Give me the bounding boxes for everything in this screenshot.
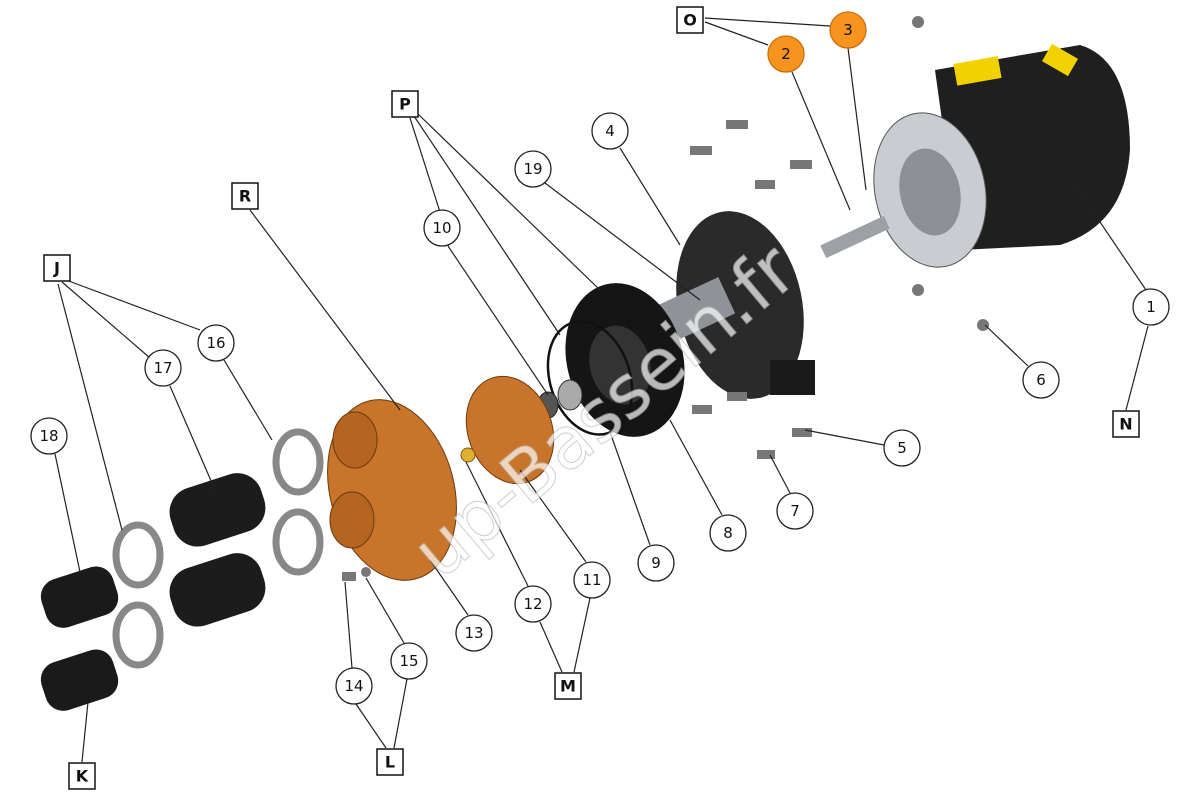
svg-text:7: 7 (790, 502, 800, 520)
svg-text:6: 6 (1036, 371, 1046, 389)
callout-5[interactable]: 5 (883, 429, 921, 467)
group-label-r[interactable]: R (231, 182, 259, 210)
callout-19[interactable]: 19 (514, 150, 552, 188)
group-label-k[interactable]: K (68, 762, 96, 790)
callout-10[interactable]: 10 (423, 209, 461, 247)
svg-text:10: 10 (432, 219, 451, 237)
callout-6[interactable]: 6 (1022, 361, 1060, 399)
pump-body (327, 399, 457, 581)
bolts (342, 16, 989, 581)
svg-text:12: 12 (523, 595, 542, 613)
callout-9[interactable]: 9 (637, 544, 675, 582)
callout-3[interactable]: 3 (829, 11, 867, 49)
svg-text:L: L (385, 753, 395, 772)
svg-text:15: 15 (399, 652, 418, 670)
motor-bracket (654, 211, 815, 399)
group-label-m[interactable]: M (554, 672, 582, 700)
callout-2[interactable]: 2 (767, 35, 805, 73)
callout-15[interactable]: 15 (390, 642, 428, 680)
svg-text:J: J (53, 259, 60, 278)
svg-text:16: 16 (206, 334, 225, 352)
callout-7[interactable]: 7 (776, 492, 814, 530)
svg-text:18: 18 (39, 427, 58, 445)
svg-text:P: P (399, 95, 411, 114)
svg-text:9: 9 (651, 554, 661, 572)
svg-text:14: 14 (344, 677, 363, 695)
callout-12[interactable]: 12 (514, 585, 552, 623)
leader-lines (54, 17, 1149, 763)
svg-text:N: N (1119, 415, 1132, 434)
svg-text:8: 8 (723, 524, 733, 542)
callout-18[interactable]: 18 (30, 417, 68, 455)
group-label-p[interactable]: P (391, 90, 419, 118)
callout-17[interactable]: 17 (144, 349, 182, 387)
callouts: 1 2 3 4 5 6 7 8 9 10 11 12 13 14 15 16 1… (30, 11, 1170, 705)
motor (820, 43, 1130, 268)
svg-text:17: 17 (153, 359, 172, 377)
svg-text:K: K (76, 767, 89, 786)
svg-text:4: 4 (605, 122, 615, 140)
o-ring (546, 320, 634, 436)
group-label-o[interactable]: O (676, 6, 704, 34)
svg-text:R: R (239, 187, 251, 206)
callout-8[interactable]: 8 (709, 514, 747, 552)
callout-4[interactable]: 4 (591, 112, 629, 150)
svg-text:19: 19 (523, 160, 542, 178)
svg-text:13: 13 (464, 624, 483, 642)
callout-13[interactable]: 13 (455, 614, 493, 652)
svg-text:11: 11 (582, 571, 601, 589)
svg-text:M: M (560, 677, 576, 696)
callout-1[interactable]: 1 (1132, 288, 1170, 326)
hoses-and-clamps (40, 428, 324, 711)
group-labels: O P R J N M L K (43, 6, 1140, 790)
svg-text:5: 5 (897, 439, 907, 457)
svg-text:3: 3 (843, 21, 853, 39)
watermark: up-Bassein.fr (397, 227, 812, 594)
callout-11[interactable]: 11 (573, 561, 611, 599)
group-label-l[interactable]: L (376, 748, 404, 776)
group-label-j[interactable]: J (43, 254, 71, 282)
svg-text:1: 1 (1146, 298, 1156, 316)
callout-16[interactable]: 16 (197, 324, 235, 362)
svg-text:2: 2 (781, 45, 791, 63)
group-label-n[interactable]: N (1112, 410, 1140, 438)
callout-14[interactable]: 14 (335, 667, 373, 705)
svg-text:O: O (683, 11, 697, 30)
